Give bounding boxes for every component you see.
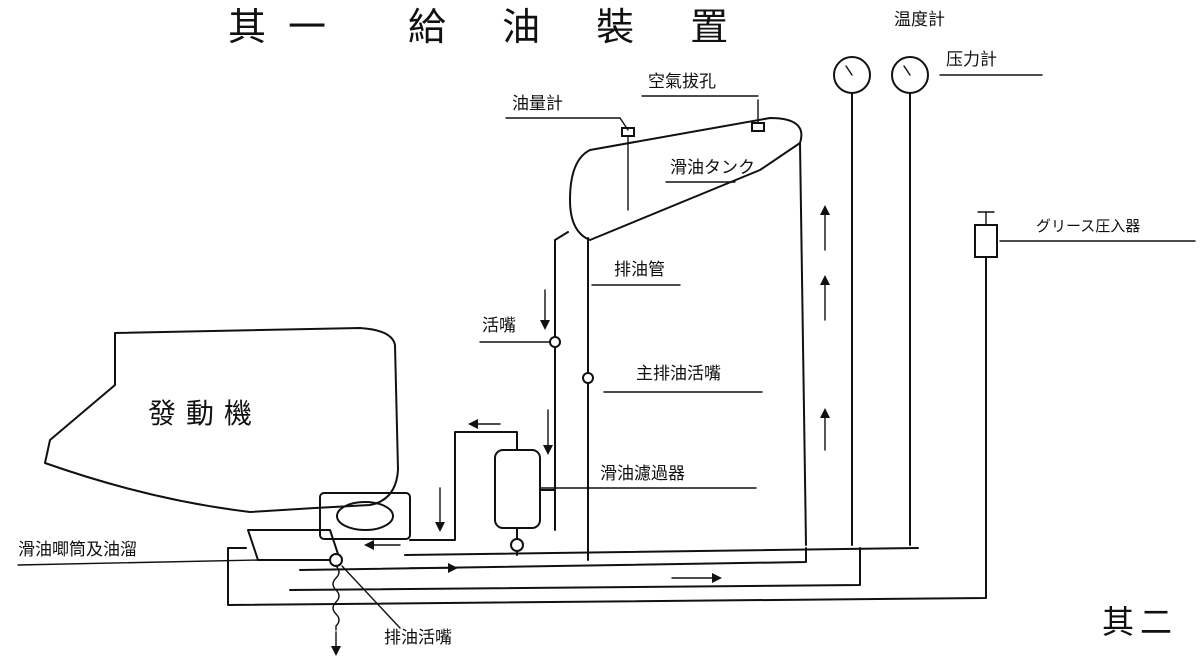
label-oil-pump-and-sump: 滑油唧筒及油溜	[18, 540, 137, 560]
oil-gauge-cap	[621, 127, 635, 137]
leader-drain-cock	[341, 565, 401, 629]
label-drain-pipe: 排油管	[614, 260, 665, 280]
label-air-vent: 空氣拔孔	[648, 72, 716, 92]
label-drain-cock: 排油活嘴	[384, 628, 452, 648]
section-label: 其二	[1102, 603, 1179, 641]
leader-pump	[17, 559, 261, 566]
drain-coil	[332, 565, 340, 631]
thermometer-needle	[845, 65, 853, 76]
main-drain-cock-valve	[582, 372, 594, 384]
drain-cock-valve	[329, 553, 343, 567]
grease-injector-body	[974, 224, 998, 258]
label-oil-gauge: 油量計	[512, 94, 563, 114]
pressure-gauge-needle	[903, 65, 911, 76]
oil-tank	[569, 117, 803, 241]
engine-body	[44, 327, 399, 513]
engine-pump-housing	[319, 492, 411, 540]
label-main-drain-cock: 主排油活嘴	[636, 364, 721, 384]
tank-outlet-pipe	[554, 231, 569, 531]
label-grease-injector: グリース圧入器	[1036, 217, 1141, 235]
filter-drain-valve	[510, 538, 524, 552]
label-engine: 發動機	[148, 397, 263, 430]
cock-valve	[549, 336, 561, 348]
air-vent-cap	[751, 122, 765, 132]
label-cock: 活嘴	[482, 316, 516, 336]
tank-return-pipe	[799, 142, 807, 546]
diagram-title: 其一 給 油 裝 置	[228, 5, 751, 49]
leader-lines	[17, 74, 1196, 629]
engine-flywheel	[336, 501, 394, 531]
label-pressure-gauge: 压力計	[946, 50, 997, 70]
bottom-manifold-mid	[299, 547, 807, 571]
grease-injector-line	[227, 256, 987, 606]
bottom-manifold-upper	[404, 547, 919, 556]
engine-sump-outline	[247, 529, 341, 561]
oil-filter-to-engine	[409, 431, 518, 541]
flow-arrows	[331, 205, 830, 656]
label-oil-filter: 滑油濾過器	[600, 464, 685, 484]
bottom-manifold-lower	[289, 547, 861, 591]
label-thermometer: 温度計	[894, 10, 945, 30]
oil-filter-body	[494, 449, 541, 529]
label-oil-tank: 滑油タンク	[670, 158, 755, 178]
